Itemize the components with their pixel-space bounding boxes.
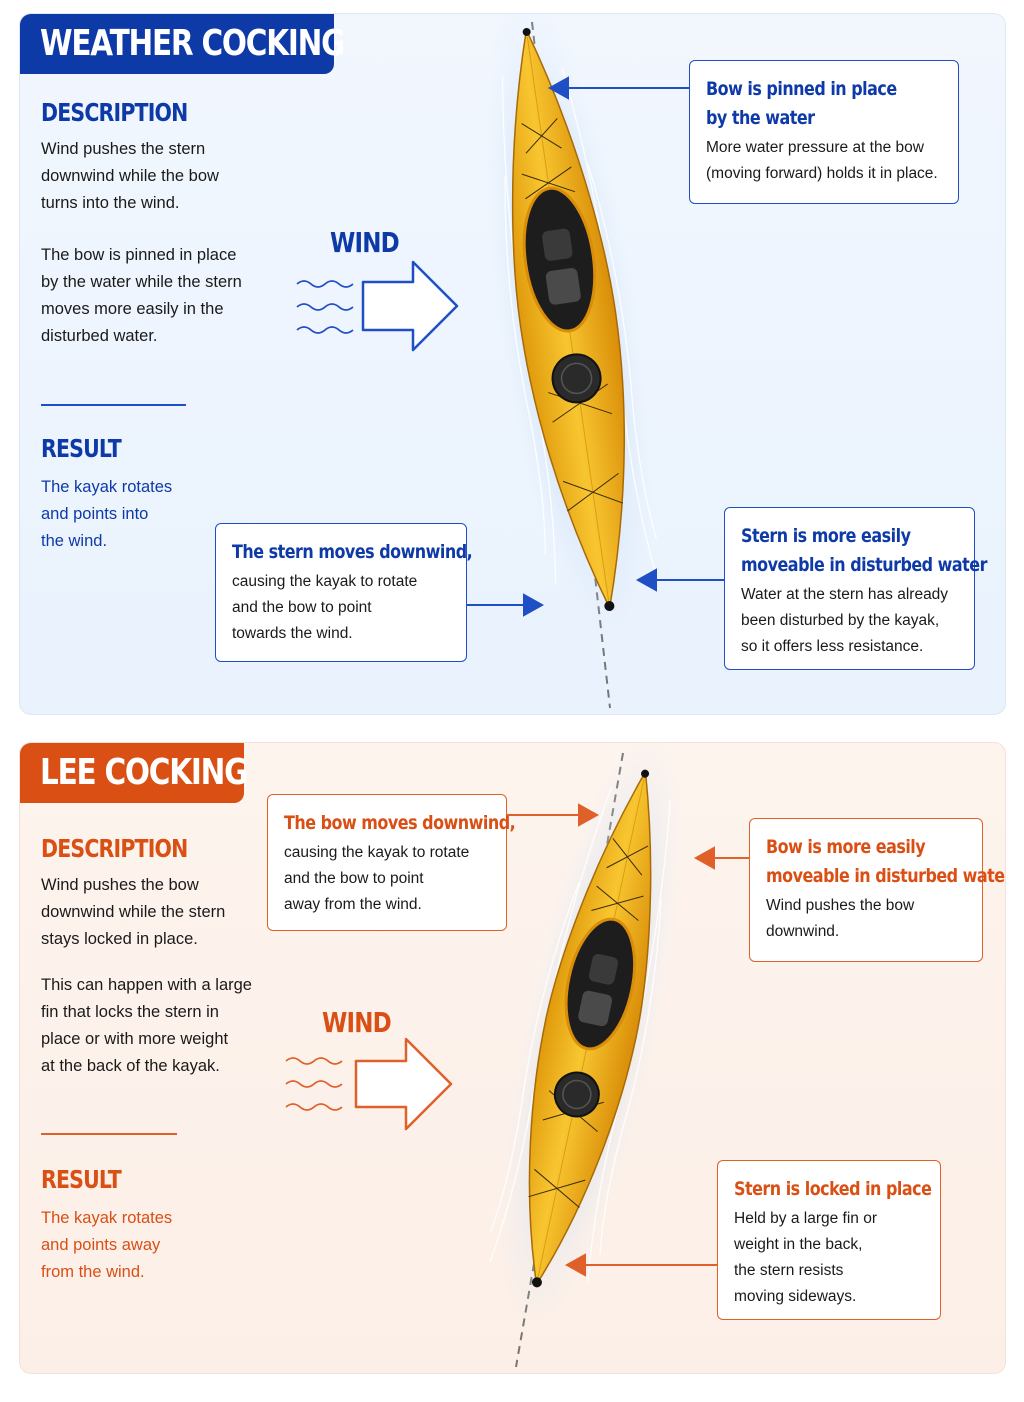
lee-result-heading: RESULT <box>41 1165 122 1194</box>
title-line: by the water <box>706 107 815 129</box>
text-line: causing the kayak to rotate <box>232 573 418 590</box>
text-line: and the bow to point <box>232 599 372 616</box>
callout-stern-moves-title: The stern moves downwind, <box>232 538 473 567</box>
text-line: at the back of the kayak. <box>41 1057 220 1075</box>
weather-callout-arrows <box>467 76 724 617</box>
lee-result-text: The kayak rotates and points away from the… <box>41 1205 172 1286</box>
text-line: and the bow to point <box>284 870 424 887</box>
callout-stern-moves-downwind: The stern moves downwind, causing the ka… <box>215 523 473 662</box>
weather-result-heading: RESULT <box>41 434 122 463</box>
weather-wind-label: WIND <box>330 226 400 259</box>
callout-bow-moves-body: causing the kayak to rotate and the bow t… <box>284 840 490 918</box>
text-line: the stern resists <box>734 1262 844 1279</box>
text-line: turns into the wind. <box>41 194 180 212</box>
text-line: the wind. <box>41 532 108 550</box>
callout-bow-easy-title: Bow is more easily moveable in disturbed … <box>766 833 1006 891</box>
weather-result-text: The kayak rotates and points into the wind… <box>41 474 172 555</box>
callout-bow-pinned-body: More water pressure at the bow (moving fo… <box>706 135 942 187</box>
title-line: moveable in disturbed water <box>766 865 1006 887</box>
text-line: downwind while the stern <box>41 903 226 921</box>
callout-bow-moves-title: The bow moves downwind, <box>284 809 516 838</box>
lee-wind-arrow-icon <box>354 1037 453 1131</box>
callout-bow-pinned: Bow is pinned in place by the water More … <box>689 60 959 204</box>
text-line: downwind. <box>766 923 840 940</box>
text-line: downwind while the bow <box>41 167 219 185</box>
callout-bow-pinned-title: Bow is pinned in place by the water <box>706 75 942 133</box>
weather-divider <box>41 404 186 406</box>
lee-description-heading: DESCRIPTION <box>41 834 188 863</box>
text-line: away from the wind. <box>284 896 422 913</box>
text-line: stays locked in place. <box>41 930 198 948</box>
text-line: More water pressure at the bow <box>706 139 924 156</box>
text-line: Wind pushes the stern <box>41 140 206 158</box>
lee-callout-arrows <box>507 803 749 1277</box>
weather-cocking-title: WEATHER COCKING <box>20 14 345 74</box>
title-line: moveable in disturbed water <box>741 554 987 576</box>
text-line: Water at the stern has already <box>741 586 949 603</box>
callout-bow-easy-body: Wind pushes the bow downwind. <box>766 893 966 945</box>
lee-wind-lines <box>285 1057 343 1111</box>
weather-wind-arrow-icon <box>361 260 459 352</box>
text-line: and points into <box>41 505 149 523</box>
text-line: from the wind. <box>41 1263 145 1281</box>
lee-kayak-icon <box>489 743 683 1332</box>
text-line: This can happen with a large <box>41 976 252 994</box>
weather-diagram-graphics <box>296 14 724 709</box>
title-line: Stern is more easily <box>741 525 911 547</box>
weather-cocking-panel: WEATHER COCKING DESCRIPTION Wind pushes … <box>19 13 1006 715</box>
lee-divider <box>41 1133 177 1135</box>
text-line: been disturbed by the kayak, <box>741 612 940 629</box>
text-line: moving sideways. <box>734 1288 857 1305</box>
callout-stern-locked-body: Held by a large fin or weight in the back… <box>734 1206 924 1310</box>
weather-kayak-icon <box>484 14 657 646</box>
weather-description-1: Wind pushes the stern downwind while the … <box>41 136 219 217</box>
title-line: Bow is pinned in place <box>706 78 897 100</box>
text-line: by the water while the stern <box>41 273 242 291</box>
text-line: The kayak rotates <box>41 478 173 496</box>
text-line: causing the kayak to rotate <box>284 844 470 861</box>
callout-bow-easily-moveable: Bow is more easily moveable in disturbed … <box>749 818 1006 962</box>
text-line: Wind pushes the bow <box>41 876 199 894</box>
lee-wind-label: WIND <box>322 1006 392 1039</box>
text-line: The bow is pinned in place <box>41 246 237 264</box>
weather-wind-lines <box>296 280 354 334</box>
lee-cocking-title: LEE COCKING <box>20 743 248 803</box>
title-line: The bow moves downwind, <box>284 812 516 834</box>
callout-stern-moves-body: causing the kayak to rotate and the bow t… <box>232 569 450 647</box>
text-line: The kayak rotates <box>41 1209 173 1227</box>
text-line: moves more easily in the <box>41 300 224 318</box>
text-line: disturbed water. <box>41 327 158 345</box>
title-line: The stern moves downwind, <box>232 541 473 563</box>
lee-diagram-graphics <box>285 743 749 1368</box>
text-line: towards the wind. <box>232 625 353 642</box>
text-line: place or with more weight <box>41 1030 229 1048</box>
text-line: so it offers less resistance. <box>741 638 924 655</box>
callout-stern-easy-title: Stern is more easily moveable in disturbe… <box>741 522 987 580</box>
text-line: weight in the back, <box>734 1236 863 1253</box>
title-line: Stern is locked in place <box>734 1178 932 1200</box>
callout-stern-easy-body: Water at the stern has already been distu… <box>741 582 958 660</box>
weather-description-2: The bow is pinned in place by the water w… <box>41 242 242 350</box>
weather-description-heading: DESCRIPTION <box>41 98 188 127</box>
callout-stern-easily-moveable: Stern is more easily moveable in disturbe… <box>724 507 987 670</box>
text-line: fin that locks the stern in <box>41 1003 219 1021</box>
callout-stern-locked: Stern is locked in place Held by a large… <box>717 1160 941 1320</box>
callout-stern-locked-title: Stern is locked in place <box>734 1175 932 1204</box>
lee-cocking-panel: LEE COCKING DESCRIPTION Wind pushes the … <box>19 742 1006 1374</box>
callout-bow-moves-downwind: The bow moves downwind, causing the kaya… <box>267 794 516 931</box>
title-line: Bow is more easily <box>766 836 926 858</box>
text-line: Wind pushes the bow <box>766 897 915 914</box>
text-line: Held by a large fin or <box>734 1210 878 1227</box>
lee-description-2: This can happen with a large fin that loc… <box>41 972 252 1080</box>
lee-description-1: Wind pushes the bow downwind while the st… <box>41 872 225 953</box>
text-line: and points away <box>41 1236 161 1254</box>
text-line: (moving forward) holds it in place. <box>706 165 938 182</box>
